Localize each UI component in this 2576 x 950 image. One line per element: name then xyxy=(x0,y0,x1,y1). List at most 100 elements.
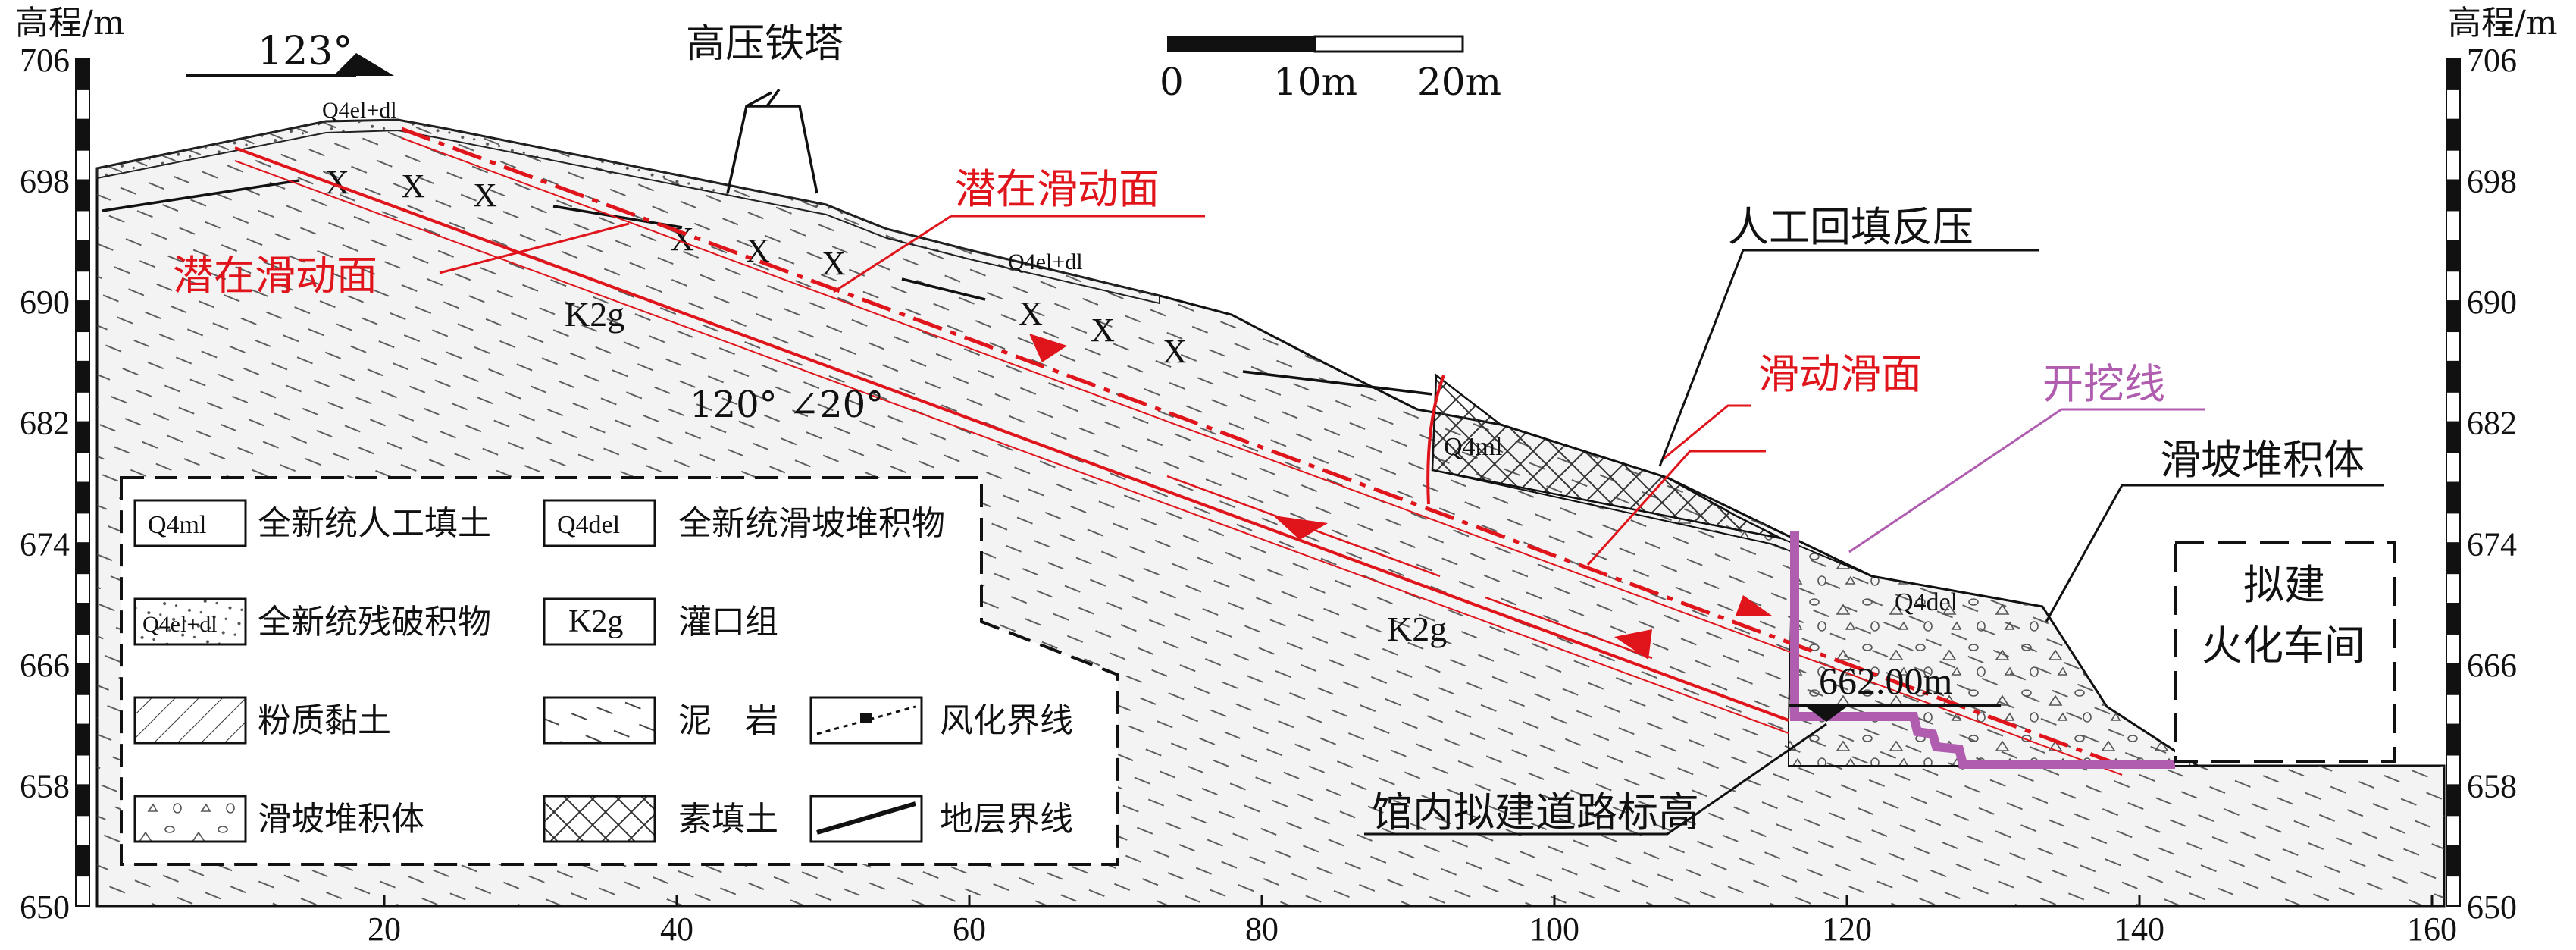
ruler-segment xyxy=(2446,481,2461,514)
legend-label-weathering-line: 风化界线 xyxy=(940,701,1073,740)
road-level-value: 662.00m xyxy=(1819,660,1953,702)
ruler-segment xyxy=(2446,451,2461,484)
ruler-segment xyxy=(2446,421,2461,453)
distance-tick-120: 120 xyxy=(1822,911,1872,948)
right-elevation-tick-666: 666 xyxy=(2467,647,2517,684)
ruler-segment xyxy=(2446,179,2461,212)
elevation-ruler-left: 706 698 690 682 674 666 658 650 xyxy=(20,42,90,926)
legend-label-q4del: 全新统滑坡堆积物 xyxy=(678,504,945,543)
distance-tick-60: 60 xyxy=(953,911,986,948)
legend-symbol-q4del: Q4del xyxy=(557,511,620,539)
ruler-segment xyxy=(2446,603,2461,635)
legend-label-stratum-line: 地层界线 xyxy=(940,800,1073,839)
ruler-segment xyxy=(75,58,90,90)
north-label: 123° xyxy=(258,29,352,74)
stratum-lines xyxy=(102,179,1433,396)
left-elevation-tick-682: 682 xyxy=(20,405,70,442)
ruler-segment xyxy=(75,270,90,303)
left-elevation-tick-658: 658 xyxy=(20,767,70,804)
ruler-segment xyxy=(75,240,90,272)
ruler-segment xyxy=(2446,784,2461,817)
left-elevation-tick-706: 706 xyxy=(20,42,70,79)
svg-text:X: X xyxy=(822,245,846,282)
slip-surfaces xyxy=(234,127,2123,776)
ruler-segment xyxy=(2446,390,2461,423)
ruler-segment xyxy=(75,331,90,362)
left-elevation-tick-690: 690 xyxy=(20,284,70,321)
svg-text:X: X xyxy=(401,168,425,205)
legend-label-landslide-deposit: 滑坡堆积体 xyxy=(258,800,424,839)
ruler-segment xyxy=(75,390,90,423)
ruler-segment xyxy=(2446,875,2461,908)
svg-text:X: X xyxy=(1019,295,1043,332)
right-elevation-tick-682: 682 xyxy=(2467,405,2517,442)
ruler-segment xyxy=(75,512,90,544)
stratum-label-k2g-lower: K2g xyxy=(1387,610,1447,648)
ruler-segment xyxy=(2446,754,2461,786)
ruler-segment xyxy=(2446,88,2461,121)
right-elevation-tick-690: 690 xyxy=(2467,284,2517,321)
road-level-note: 馆内拟建道路标高 xyxy=(1372,789,1699,836)
ruler-segment xyxy=(2446,723,2461,756)
ruler-segment xyxy=(2446,360,2461,393)
svg-text:X: X xyxy=(1163,333,1187,370)
left-elevation-tick-666: 666 xyxy=(20,647,70,684)
workshop-label-1: 拟建 xyxy=(2243,561,2325,609)
ruler-segment xyxy=(2446,512,2461,544)
scale-label-10m: 10m xyxy=(1273,60,1357,104)
right-elevation-tick-698: 698 xyxy=(2467,163,2517,200)
y-axis-label-left: 高程/m xyxy=(15,4,125,42)
ruler-segment xyxy=(75,118,90,151)
ruler-segment xyxy=(75,179,90,212)
left-elevation-tick-674: 674 xyxy=(20,525,70,563)
ruler-segment xyxy=(75,693,90,726)
ruler-segment xyxy=(75,663,90,695)
ruler-segment xyxy=(2446,58,2461,90)
ruler-segment xyxy=(75,754,90,786)
right-elevation-tick-674: 674 xyxy=(2467,525,2517,563)
ruler-segment xyxy=(2446,632,2461,665)
stratum-label-q4-ml: Q4ml xyxy=(1444,433,1502,461)
ruler-segment xyxy=(75,421,90,453)
leader-lines xyxy=(439,215,2384,836)
svg-text:X: X xyxy=(1091,312,1115,349)
left-elevation-tick-698: 698 xyxy=(20,163,70,200)
sliding-surface-label: 滑动滑面 xyxy=(1758,350,1922,398)
ruler-segment xyxy=(2446,270,2461,303)
scale-label-20m: 20m xyxy=(1417,60,1501,104)
ruler-segment xyxy=(2446,149,2461,181)
eldl-cover xyxy=(96,118,1160,305)
legend-label-plain-fill: 素填土 xyxy=(678,800,778,839)
ruler-segment xyxy=(75,572,90,605)
legend-label-q4eldl: 全新统残破积物 xyxy=(258,603,491,641)
ruler-segment xyxy=(2446,572,2461,605)
tower-label: 高压铁塔 xyxy=(686,21,844,67)
slip-label-left: 潜在滑动面 xyxy=(173,252,377,299)
legend-label-k2g: 灌口组 xyxy=(678,603,778,641)
stratum-label-k2g-upper: K2g xyxy=(565,295,624,334)
excavation-line xyxy=(1790,531,2175,769)
svg-text:X: X xyxy=(473,177,497,214)
ruler-segment xyxy=(2446,814,2461,847)
ruler-segment xyxy=(75,632,90,665)
ruler-segment xyxy=(75,481,90,514)
road-level-triangle xyxy=(1804,705,1849,722)
ruler-segment xyxy=(75,88,90,121)
legend-symbol-q4eldl: Q4el+dl xyxy=(142,612,218,637)
stratum-label-q4-eldl-top: Q4el+dl xyxy=(322,98,397,123)
distance-tick-40: 40 xyxy=(660,911,693,948)
legend-label-mudstone: 泥 岩 xyxy=(678,701,778,740)
ruler-segment xyxy=(75,723,90,756)
scale-label-0: 0 xyxy=(1160,60,1184,104)
distance-tick-80: 80 xyxy=(1245,911,1279,948)
ruler-segment xyxy=(2446,331,2461,362)
ruler-segment xyxy=(75,149,90,181)
landslide-body-label: 滑坡堆积体 xyxy=(2160,436,2365,484)
left-elevation-tick-650: 650 xyxy=(20,889,70,926)
stratum-label-q4-del: Q4del xyxy=(1895,588,1958,616)
north-arrow xyxy=(186,53,394,77)
right-elevation-tick-706: 706 xyxy=(2467,42,2517,79)
